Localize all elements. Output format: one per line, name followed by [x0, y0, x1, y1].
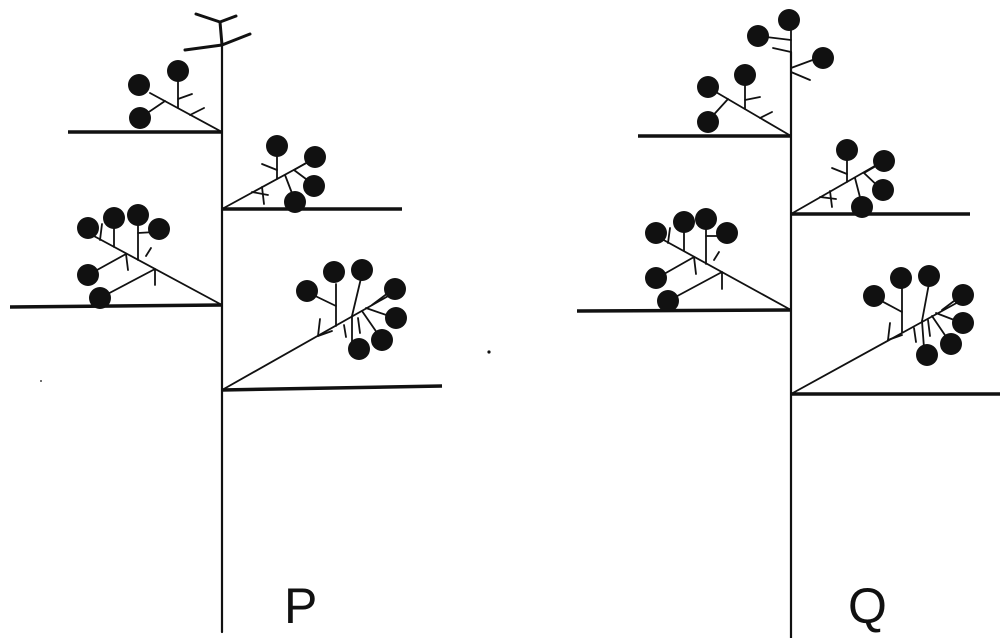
plant-q-fruit	[952, 312, 974, 334]
plant-p-fruit	[266, 135, 288, 157]
plant-p-fruit	[89, 287, 111, 309]
plant-q-fruit	[836, 139, 858, 161]
plant-p-node-2	[221, 135, 402, 213]
plant-q-fruit	[778, 9, 800, 31]
plant-p-fruit	[384, 278, 406, 300]
plant-q-fruit	[863, 285, 885, 307]
plant-q-fruit	[697, 111, 719, 133]
speck-mark	[487, 350, 491, 354]
plant-p-leaf-4	[221, 384, 443, 392]
plant-q-cluster-4	[790, 265, 974, 395]
plant-p-cluster-1	[128, 60, 223, 133]
plant-p-fruit	[127, 204, 149, 226]
plant-q-fruit	[872, 179, 894, 201]
plant-q-cluster-3	[645, 208, 792, 312]
plant-p-fruit	[304, 146, 326, 168]
plant-p-fruit	[148, 218, 170, 240]
plant-p-apical-bud	[183, 12, 252, 52]
plant-p-fruit	[323, 261, 345, 283]
plant-q-label: Q	[848, 578, 887, 634]
plant-q-node-3	[576, 208, 792, 313]
plant-p-fruit	[303, 175, 325, 197]
plant-p: P	[9, 12, 443, 634]
plant-p-node-3	[9, 204, 223, 309]
plant-p-fruit	[351, 259, 373, 281]
plant-q-fruit	[851, 196, 873, 218]
plant-p-fruit	[77, 264, 99, 286]
plant-q-node-2	[790, 139, 970, 218]
plant-q-fruit	[645, 222, 667, 244]
plant-q-apical-cluster	[747, 9, 834, 81]
plant-p-cluster-3	[77, 204, 223, 309]
plant-q-fruit	[716, 222, 738, 244]
plant-q-node-1	[638, 64, 792, 138]
plant-q-fruit	[918, 265, 940, 287]
plant-p-fruit	[103, 207, 125, 229]
plant-p-fruit	[371, 329, 393, 351]
plant-p-fruit	[128, 74, 150, 96]
plant-p-cluster-2	[221, 135, 326, 213]
plant-q-fruit	[697, 76, 719, 98]
plant-p-fruit	[296, 280, 318, 302]
plant-q-fruit	[734, 64, 756, 86]
plant-p-label: P	[284, 578, 317, 634]
plant-q-fruit	[747, 25, 769, 47]
plant-q-fruit	[657, 290, 679, 312]
plant-p-cluster-4	[221, 259, 407, 391]
plant-p-fruit	[77, 217, 99, 239]
plant-q-fruit	[645, 267, 667, 289]
speck-mark	[40, 380, 42, 382]
plant-p-node-1	[68, 60, 223, 134]
plant-q-node-4	[790, 265, 1000, 396]
plant-q-fruit	[952, 284, 974, 306]
plant-q-fruit	[695, 208, 717, 230]
plant-q-fruit	[940, 333, 962, 355]
plant-p-fruit	[348, 338, 370, 360]
plant-q-fruit	[890, 267, 912, 289]
plant-p-fruit	[129, 107, 151, 129]
plant-q-leaf-3	[576, 308, 792, 313]
plant-q-fruit	[812, 47, 834, 69]
plant-q-fruit	[916, 344, 938, 366]
plant-q-cluster-2	[790, 139, 895, 218]
plant-p-node-4	[221, 259, 443, 392]
plant-p-fruit	[167, 60, 189, 82]
plant-p-fruit	[284, 191, 306, 213]
plant-p-leaf-3	[9, 303, 223, 309]
plant-q-cluster-1	[697, 64, 792, 137]
plant-p-fruit	[385, 307, 407, 329]
plant-q-fruit	[873, 150, 895, 172]
plant-q-fruit	[673, 211, 695, 233]
plant-q: Q	[576, 9, 1000, 638]
